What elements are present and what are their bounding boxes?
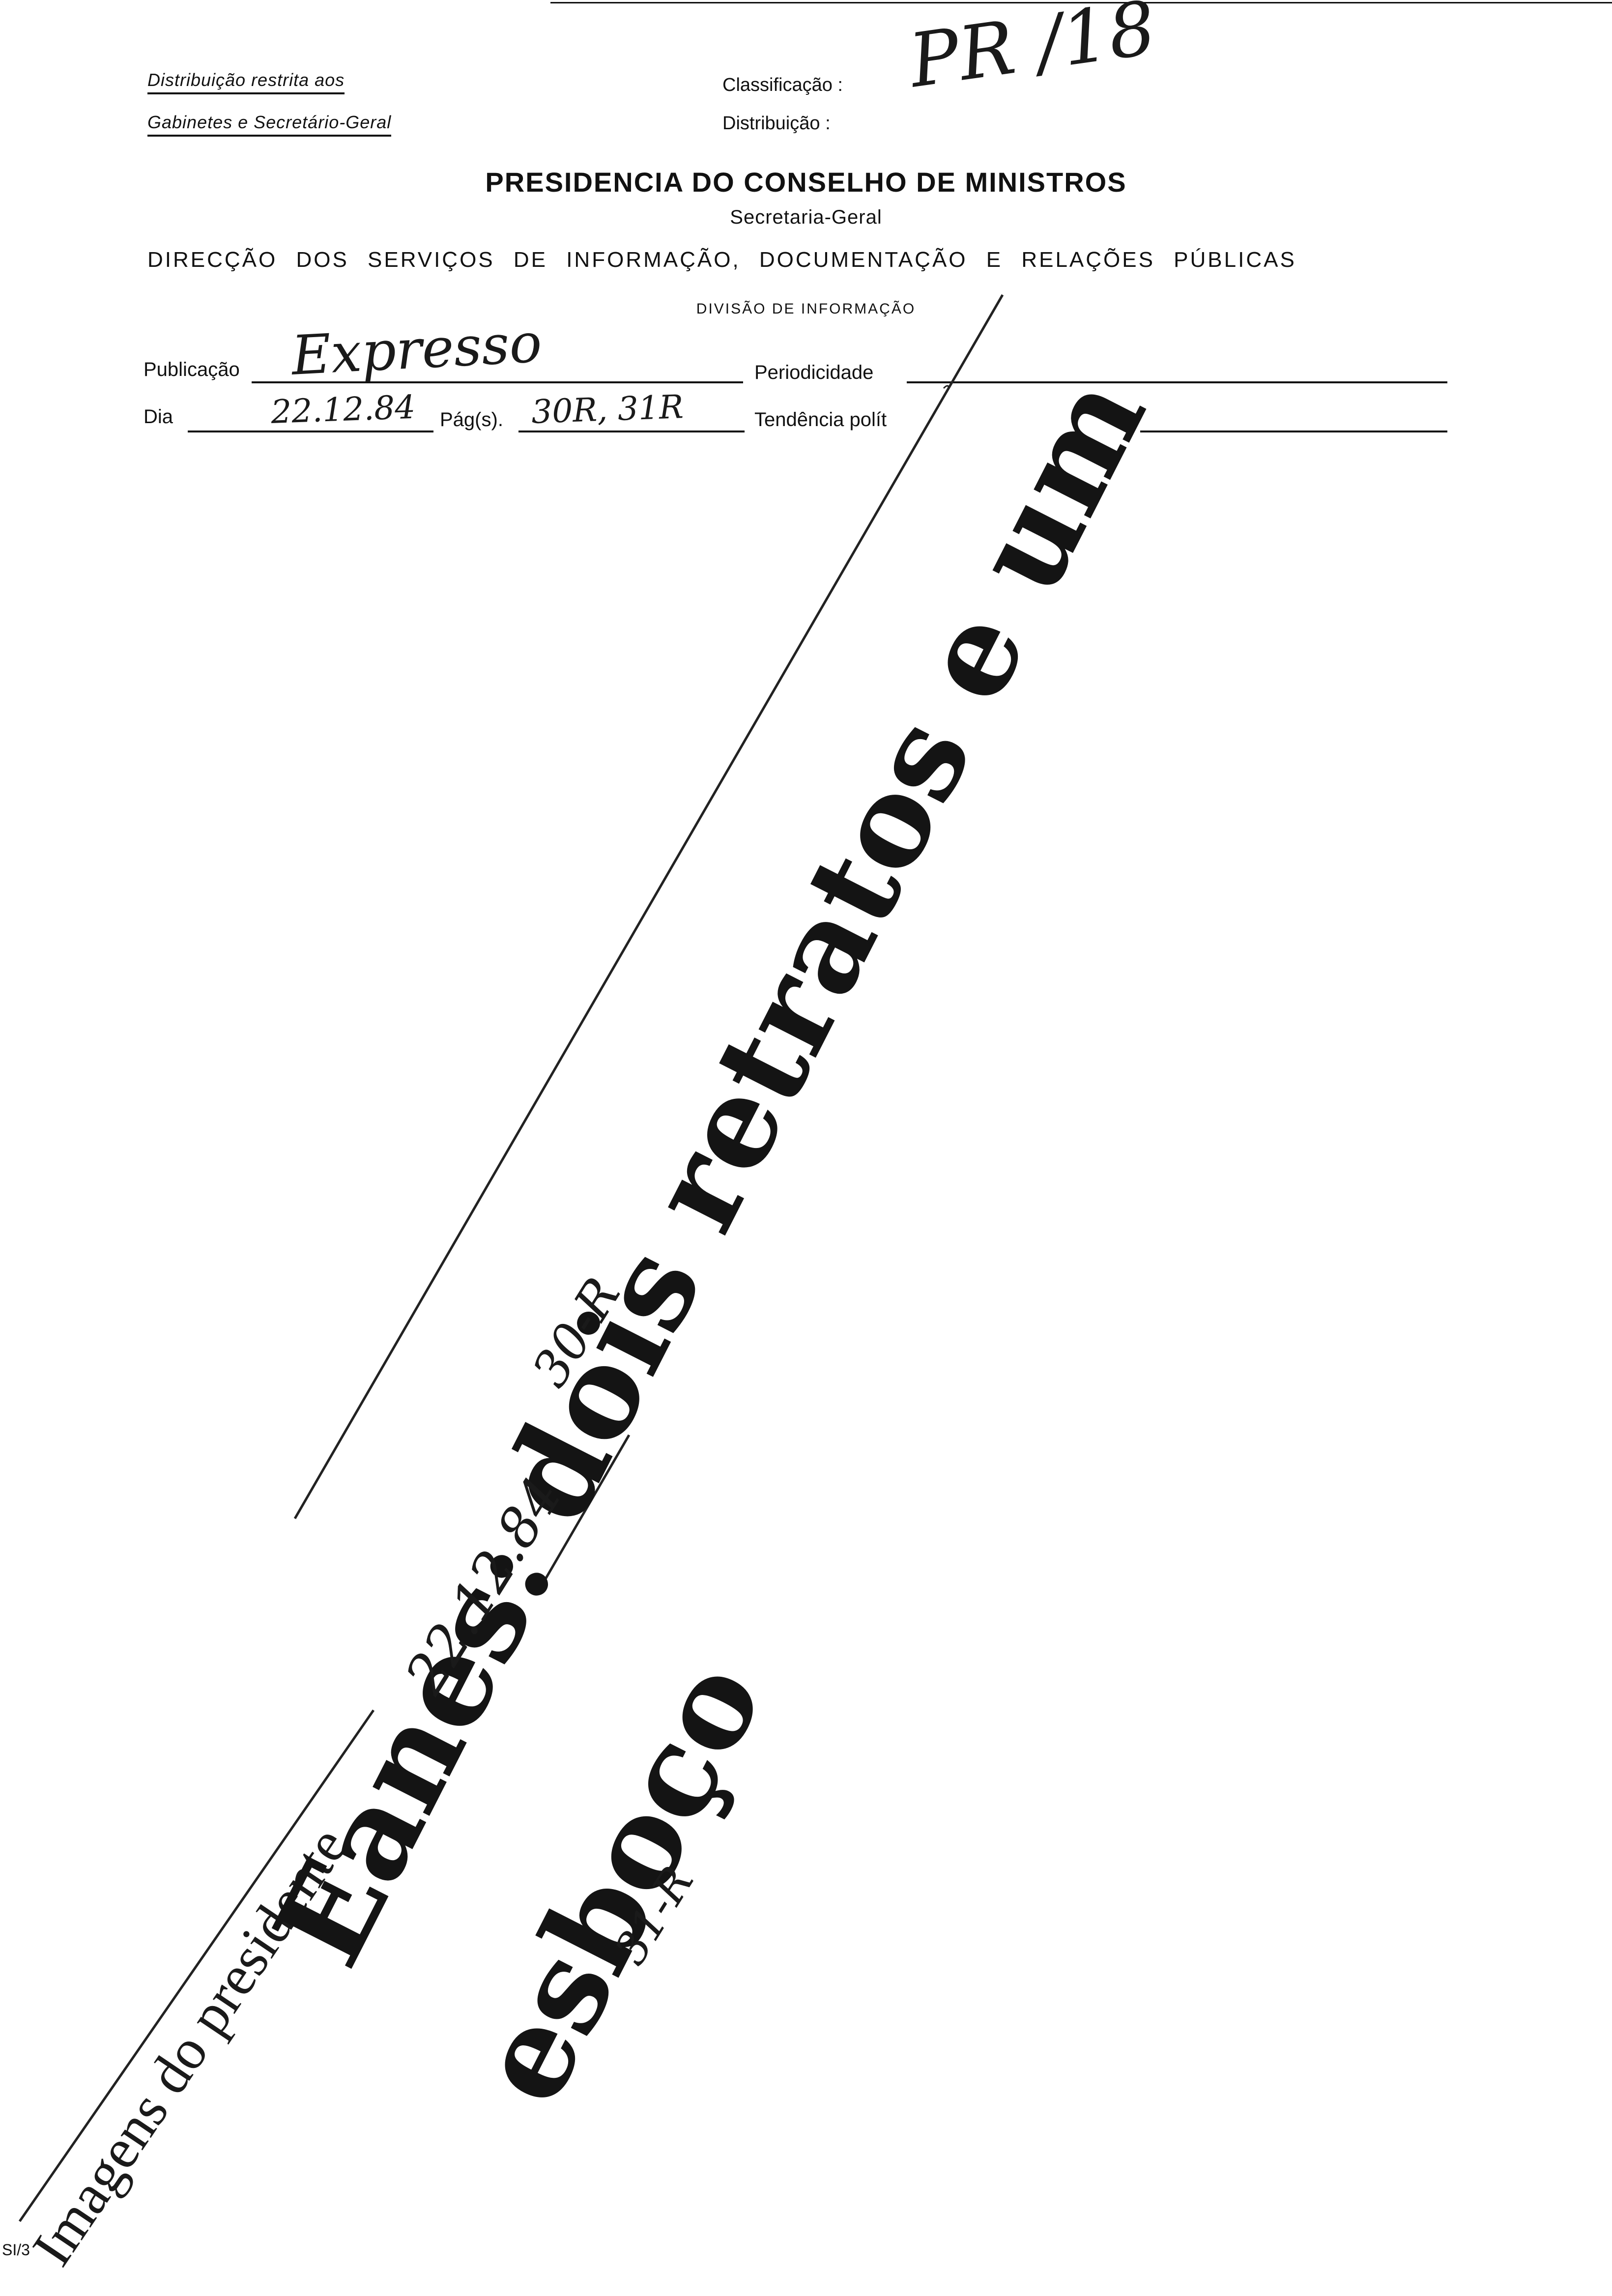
restriction-line-2: Gabinetes e Secretário-Geral [147,112,392,137]
office-title: PRESIDENCIA DO CONSELHO DE MINISTROS [485,167,1127,198]
office-subtitle: Secretaria-Geral [730,206,882,228]
division-line: DIVISÃO DE INFORMAÇÃO [696,301,916,317]
day-label: Dia [144,406,173,428]
day-underline [188,430,433,432]
restriction-line-1: Distribuição restrita aos [147,70,345,94]
tendency-underline [1140,430,1447,432]
tendency-label: Tendência polít [754,409,887,430]
top-rule [550,2,1612,3]
form-code: SI/3 [2,2241,30,2259]
directorate-line: DIRECÇÃO DOS SERVIÇOS DE INFORMAÇÃO, DOC… [147,248,1296,272]
periodicity-underline [907,381,1447,383]
periodicity-label: Periodicidade [754,362,874,383]
pages-label: Pág(s). [440,409,503,430]
publication-label: Publicação [144,359,240,380]
classification-label: Classificação : [722,75,843,95]
publication-underline [252,381,743,383]
distribution-label: Distribuição : [722,113,831,134]
pages-underline [518,430,745,432]
